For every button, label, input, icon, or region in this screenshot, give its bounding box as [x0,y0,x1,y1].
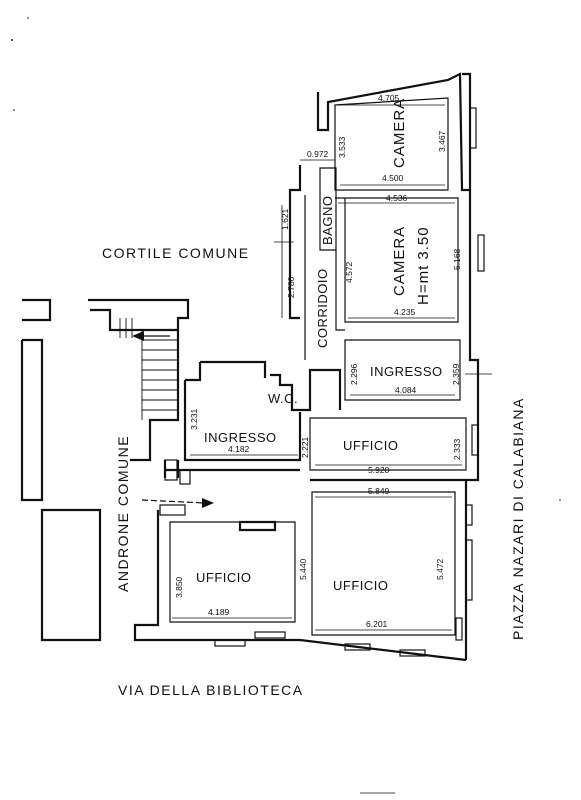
entrance-arrow-icon [141,498,214,508]
stair-arrow-icon [132,331,170,341]
room-corridoio: CORRIDOIO [315,268,330,348]
scan-marks [11,17,561,794]
stair-hatch [119,318,178,420]
room-bagno: BAGNO [320,196,335,245]
dim-2296: 2.296 [349,363,359,385]
wall-ingresso-left [183,360,302,462]
room-camera-main: CAMERA [391,226,408,296]
androne-comune-label: ANDRONE COMUNE [115,435,131,592]
dim-4572: 4.572 [344,261,354,283]
dim-4536: 4.536 [386,193,408,203]
windows-right [455,107,485,641]
room-wc: W.C. [268,391,298,406]
dim-1621: 1.621 [280,208,290,230]
dim-3467: 3.467 [437,130,447,152]
via-della-biblioteca-label: VIA DELLA BIBLIOTECA [118,682,304,698]
dimension-lines [172,104,492,631]
wall-camera-top [316,72,470,192]
wall-camera-main [335,197,459,323]
dim-5440: 5.440 [298,558,308,580]
dim-5849: 5.849 [368,486,390,496]
wall-ufficio-mid [309,417,467,471]
wall-lower-band [163,460,466,482]
wall-androne [88,298,190,462]
room-camera-height: H=mt 3.50 [415,226,432,305]
dim-5472: 5.472 [435,558,445,580]
windows-bottom [214,631,426,657]
dim-5920: 5.920 [368,465,390,475]
piazza-label: PIAZZA NAZARI DI CALABIANA [510,397,526,640]
wall-camera-top-outer-right [462,72,472,190]
wall-stair-well [90,308,178,332]
dim-0972: 0.972 [307,149,329,159]
wall-ufficio-big [311,491,456,636]
dim-6201: 6.201 [366,619,388,629]
cortile-comune-label: CORTILE COMUNE [102,245,250,261]
wall-partition-left [238,520,277,532]
wall-bagno-outer [288,165,302,320]
dim-3850: 3.850 [174,576,184,598]
wall-neighbour-left [20,298,102,642]
dim-4235: 4.235 [394,307,416,317]
dim-4705: 4.705 [378,93,400,103]
dim-2221: 2.221 [300,436,310,458]
pillars [159,459,191,516]
room-ufficio-big: UFFICIO [333,578,389,593]
dim-4182: 4.182 [228,444,250,454]
dim-4084: 4.084 [395,385,417,395]
wall-wc [270,368,342,412]
wall-corridoio [304,195,345,360]
room-ufficio-mid: UFFICIO [343,438,399,453]
dim-4500: 4.500 [382,173,404,183]
dim-4189: 4.189 [208,607,230,617]
dim-3231: 3.231 [189,408,199,430]
dim-3533: 3.533 [337,136,347,158]
room-ingresso-right: INGRESSO [370,364,443,379]
wall-ufficio-left-outer [133,510,300,642]
dim-2333: 2.333 [452,438,462,460]
dim-2359: 2.359 [451,363,461,385]
wall-bottom-facade [299,638,467,662]
room-ingresso-left: INGRESSO [204,430,277,445]
room-camera-top: CAMERA [391,98,408,168]
wall-ingresso-right [344,339,461,401]
dim-2786: 2.786 [286,276,296,298]
dim-5168: 5.168 [452,248,462,270]
room-ufficio-left: UFFICIO [196,570,252,585]
wall-camera-top-inner [334,97,449,191]
